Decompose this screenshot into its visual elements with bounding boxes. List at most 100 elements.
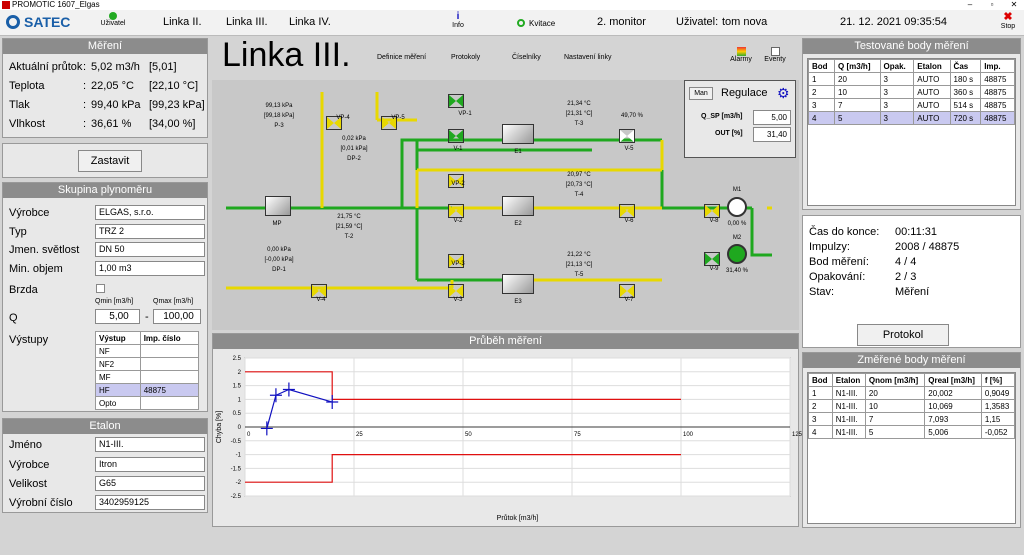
- tab-linka-4[interactable]: Linka IV.: [289, 16, 331, 28]
- vp1-valve-icon[interactable]: [448, 94, 464, 108]
- eventy-button[interactable]: Eventy: [763, 47, 787, 63]
- v5-valve-icon[interactable]: [619, 129, 635, 143]
- vystupy-row[interactable]: Opto: [95, 396, 200, 410]
- mp-meter-icon[interactable]: [265, 196, 291, 216]
- vp4-valve-icon[interactable]: [326, 116, 342, 130]
- diagram-svg: [226, 92, 772, 290]
- jmen-field[interactable]: DN 50: [95, 242, 205, 257]
- user-button[interactable]: Uživatel: [98, 12, 128, 27]
- minimize-icon[interactable]: –: [967, 0, 973, 9]
- vp3-valve-icon[interactable]: [448, 254, 464, 268]
- t2-readout: T-2: [344, 234, 354, 240]
- vystupy-row[interactable]: MF: [95, 370, 200, 384]
- chart-title: Průběh měření: [213, 334, 798, 349]
- v6-valve-icon[interactable]: [619, 204, 635, 218]
- data-point: [260, 421, 273, 436]
- v2-valve-icon[interactable]: [448, 204, 464, 218]
- alarmy-button[interactable]: Alarmy: [730, 47, 752, 63]
- gear-icon[interactable]: ⚙: [777, 85, 790, 101]
- table-cell: 48875: [980, 111, 1015, 125]
- mereni-ref: [5,01]: [149, 61, 177, 73]
- v7-valve-icon[interactable]: [619, 284, 635, 298]
- table-cell: 2: [808, 399, 833, 413]
- vp2-valve-icon[interactable]: [448, 174, 464, 188]
- v3-valve-icon[interactable]: [448, 284, 464, 298]
- menu-item[interactable]: Protokoly: [451, 54, 481, 61]
- v5-percent: 49,70 %: [620, 113, 644, 119]
- x-tick-label: 100: [683, 432, 694, 438]
- velikost-field[interactable]: G65: [95, 476, 205, 491]
- zmerene-header-cell: Etalon: [831, 373, 866, 387]
- second-monitor-button[interactable]: 2. monitor: [597, 16, 646, 28]
- qmax-field[interactable]: 100,00: [153, 309, 201, 324]
- out-field[interactable]: 31,40: [753, 127, 791, 142]
- table-cell: 3: [807, 98, 836, 112]
- close-icon[interactable]: ✕: [1010, 0, 1018, 9]
- y-tick-label: 2.5: [233, 356, 242, 362]
- t4-readout: 20,97 °C: [567, 172, 591, 178]
- vystupy-row[interactable]: NF2: [95, 357, 200, 371]
- qsp-field[interactable]: 5,00: [753, 110, 791, 125]
- jmeno-field[interactable]: N1-III.: [95, 437, 205, 452]
- v8-valve-icon[interactable]: [704, 204, 720, 218]
- m2-pump-icon[interactable]: [727, 244, 747, 264]
- info-button[interactable]: i Info: [448, 12, 468, 30]
- v9-valve-icon[interactable]: [704, 252, 720, 266]
- min-objem-field[interactable]: 1,00 m3: [95, 261, 205, 276]
- man-button[interactable]: Man: [689, 87, 713, 100]
- vyrobni-cislo-field[interactable]: 3402959125: [95, 495, 205, 510]
- tab-linka-2[interactable]: Linka II.: [163, 16, 202, 28]
- menu-item[interactable]: Definice měření: [377, 54, 427, 61]
- typ-field[interactable]: TRZ 2: [95, 224, 205, 239]
- table-cell: 5: [834, 111, 881, 125]
- v3-label: V-3: [453, 297, 463, 303]
- e1-meter-icon[interactable]: [502, 124, 534, 144]
- tab-linka-3[interactable]: Linka III.: [226, 16, 268, 28]
- maximize-icon[interactable]: ▫: [990, 0, 994, 9]
- skupina-title: Skupina plynoměru: [3, 183, 207, 198]
- zastavit-button[interactable]: Zastavit: [78, 150, 142, 172]
- e1-label: E1: [514, 149, 522, 155]
- etalon-vyrobce-field[interactable]: Itron: [95, 457, 205, 472]
- kvitace-button[interactable]: Kvitace: [529, 19, 556, 28]
- y-tick-label: -1: [236, 453, 242, 459]
- table-cell: 7,093: [924, 412, 982, 426]
- p3-readout: 99,13 kPa: [265, 103, 293, 109]
- v1-valve-icon[interactable]: [448, 129, 464, 143]
- vystupy-cell: [139, 370, 200, 384]
- mereni-value: 5,02 m3/h: [91, 61, 140, 73]
- stop-button[interactable]: ✖ Stop: [998, 12, 1018, 31]
- e2-meter-icon[interactable]: [502, 196, 534, 216]
- etalon-panel: Etalon Jméno N1-III. Výrobce Itron Velik…: [2, 418, 208, 513]
- opak-label: Opakování:: [809, 271, 866, 283]
- vp5-valve-icon[interactable]: [381, 116, 397, 130]
- e3-meter-icon[interactable]: [502, 274, 534, 294]
- vystupy-row[interactable]: NF: [95, 344, 200, 358]
- brzda-checkbox[interactable]: [96, 284, 105, 293]
- menu-item[interactable]: Nastavení linky: [564, 54, 612, 61]
- m1-pump-icon[interactable]: [727, 197, 747, 217]
- protokol-button[interactable]: Protokol: [857, 324, 949, 346]
- testovane-header-cell: Opak.: [879, 59, 915, 73]
- v4-valve-icon[interactable]: [311, 284, 327, 298]
- vyrobce-field[interactable]: ELGAS, s.r.o.: [95, 205, 205, 220]
- menu-item[interactable]: Číselníky: [512, 54, 541, 61]
- table-cell: 48875: [980, 98, 1015, 112]
- t3-readout: 21,34 °C: [567, 101, 591, 107]
- stav-label: Stav:: [809, 286, 835, 298]
- table-cell: AUTO: [913, 98, 951, 112]
- vystupy-cell: NF: [95, 344, 141, 358]
- qmin-field[interactable]: 5,00: [95, 309, 140, 324]
